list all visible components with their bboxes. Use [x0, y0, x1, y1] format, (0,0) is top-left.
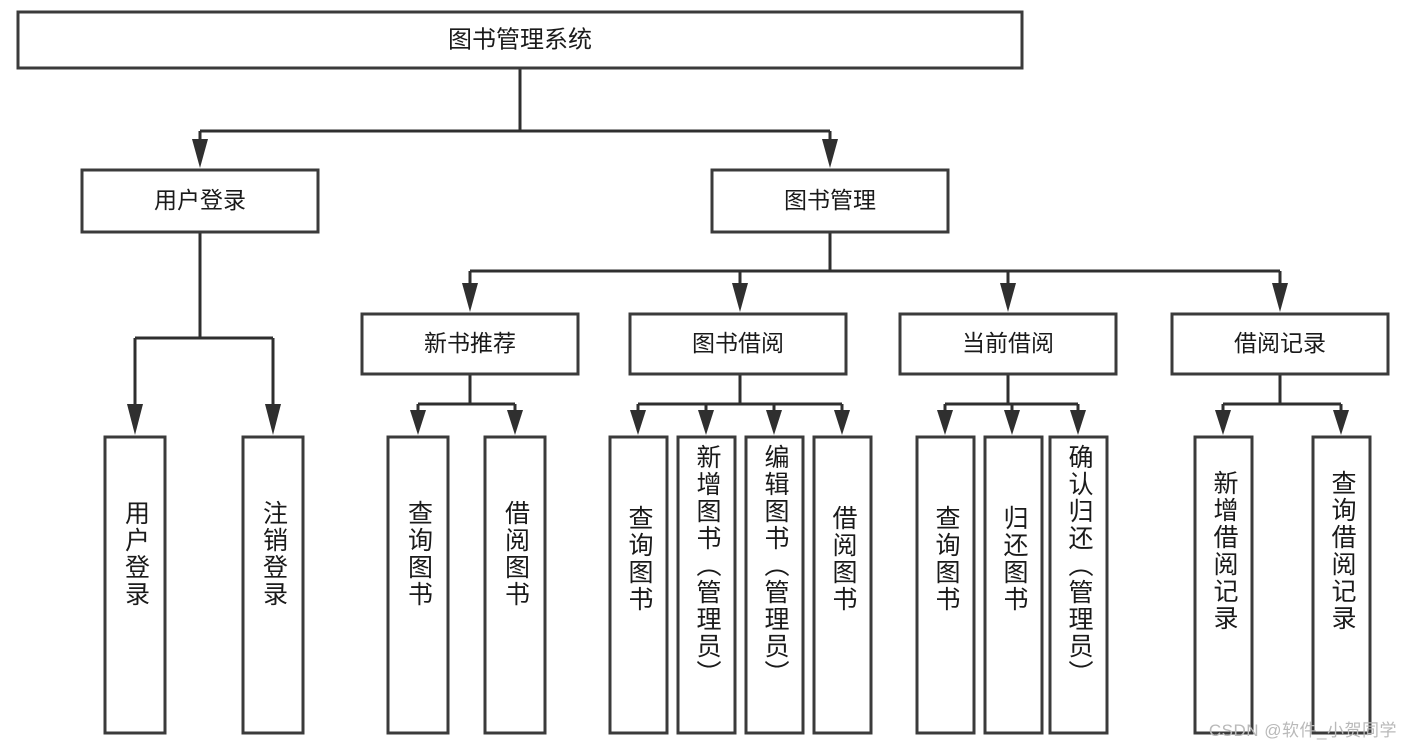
arrow-to-leaf-query-book-cur-icon: [937, 410, 953, 435]
node-user-login[interactable]: 用户登录: [80, 168, 320, 234]
node-book-management-box[interactable]: [710, 168, 950, 234]
leaf-box-borrow-book-bor[interactable]: [812, 435, 873, 735]
leaf-box-add-borrow-record[interactable]: [1193, 435, 1254, 735]
edges-current-borrow-to-leaves: [937, 374, 1086, 435]
node-new-book-recommend[interactable]: 新书推荐: [360, 312, 580, 376]
node-book-management-label: 图书管理: [784, 187, 876, 213]
arrow-to-book-borrow-icon: [732, 283, 748, 312]
arrow-to-leaf-borrow-book-rec-icon: [507, 410, 523, 435]
arrow-to-leaf-confirm-return-admin-icon: [1070, 410, 1086, 435]
node-current-borrow-box[interactable]: [898, 312, 1118, 376]
leaf-box-borrow-book-rec[interactable]: [483, 435, 547, 735]
leaf-box-edit-book-admin[interactable]: [744, 435, 805, 735]
arrow-to-book-management-icon: [822, 139, 838, 168]
arrow-to-new-book-recommend-icon: [462, 283, 478, 312]
leaf-box-query-borrow-record[interactable]: [1311, 435, 1372, 735]
node-book-borrow[interactable]: 图书借阅: [628, 312, 848, 376]
leaf-box-confirm-return-admin[interactable]: [1048, 435, 1109, 735]
node-user-login-label: 用户登录: [154, 187, 246, 213]
node-current-borrow[interactable]: 当前借阅: [898, 312, 1118, 376]
watermark-text: CSDN @软件_小贺同学: [1208, 721, 1397, 740]
edges-new-book-recommend-to-leaves: [410, 374, 523, 435]
node-current-borrow-label: 当前借阅: [962, 330, 1054, 356]
node-user-login-box[interactable]: [80, 168, 320, 234]
arrow-to-leaf-edit-book-admin-icon: [766, 410, 782, 435]
arrow-to-leaf-query-book-rec-icon: [410, 410, 426, 435]
edges-book-borrow-to-leaves: [630, 374, 850, 435]
leaf-box-add-book-admin[interactable]: [676, 435, 737, 735]
arrow-to-current-borrow-icon: [1000, 283, 1016, 312]
node-root[interactable]: 图书管理系统: [16, 10, 1024, 70]
leaf-box-return-book[interactable]: [983, 435, 1044, 735]
node-book-management[interactable]: 图书管理: [710, 168, 950, 234]
arrow-to-borrow-record-icon: [1272, 283, 1288, 312]
node-root-box[interactable]: [16, 10, 1024, 70]
node-new-book-recommend-box[interactable]: [360, 312, 580, 376]
arrow-to-leaf-query-book-bor-icon: [630, 410, 646, 435]
node-root-label: 图书管理系统: [448, 26, 592, 53]
node-borrow-record-box[interactable]: [1170, 312, 1390, 376]
arrow-to-user-login-icon: [192, 139, 208, 168]
arrow-to-leaf-add-borrow-record-icon: [1215, 410, 1231, 435]
arrow-to-leaf-return-book-icon: [1004, 410, 1020, 435]
edges-root-to-level2: [192, 68, 838, 168]
leaf-box-user-login[interactable]: [103, 435, 167, 735]
leaf-box-query-book-bor[interactable]: [608, 435, 669, 735]
edges-book-management-to-level3: [462, 232, 1288, 312]
arrow-to-leaf-logout-icon: [265, 404, 281, 435]
leaf-box-query-book-rec[interactable]: [386, 435, 450, 735]
leaf-boxes: [103, 435, 1372, 735]
node-borrow-record[interactable]: 借阅记录: [1170, 312, 1390, 376]
edges-borrow-record-to-leaves: [1215, 374, 1349, 435]
node-borrow-record-label: 借阅记录: [1234, 330, 1326, 356]
arrow-to-leaf-borrow-book-bor-icon: [834, 410, 850, 435]
leaf-box-query-book-cur[interactable]: [915, 435, 976, 735]
arrow-to-leaf-user-login-icon: [127, 404, 143, 435]
leaf-box-logout[interactable]: [241, 435, 305, 735]
edges-user-login-to-leaves: [127, 232, 281, 435]
node-book-borrow-box[interactable]: [628, 312, 848, 376]
arrow-to-leaf-add-book-admin-icon: [698, 410, 714, 435]
node-book-borrow-label: 图书借阅: [692, 330, 784, 356]
node-new-book-recommend-label: 新书推荐: [424, 330, 516, 356]
arrow-to-leaf-query-borrow-record-icon: [1333, 410, 1349, 435]
